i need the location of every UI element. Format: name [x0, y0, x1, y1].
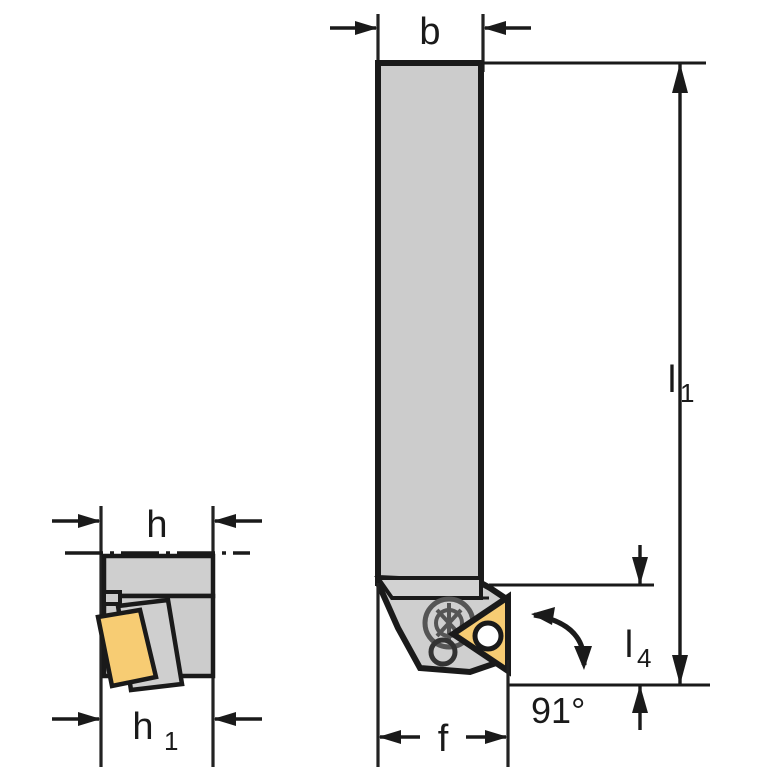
front-view: h h 1 [52, 504, 262, 767]
dimension-arrow-b [330, 21, 531, 35]
dimension-line-l4 [632, 545, 648, 730]
angle-label-91: 91° [531, 690, 585, 731]
angle-indicator-91 [531, 607, 592, 670]
dimension-arrow-h1 [52, 712, 262, 726]
dimension-arrow-h [52, 514, 262, 528]
top-view: b [330, 11, 710, 767]
dimension-label-l1-subscript: 1 [680, 378, 694, 408]
dimension-label-b: b [419, 11, 440, 53]
dimension-label-h1-subscript: 1 [164, 726, 178, 756]
dimension-label-l4-subscript: 4 [637, 643, 651, 673]
locating-pin-icon [428, 637, 458, 667]
dimension-label-h1: h [132, 706, 153, 748]
dimension-label-f: f [438, 718, 449, 760]
front-view-seat-step [102, 590, 122, 606]
dimension-label-l4: l [625, 624, 633, 666]
dimension-label-h: h [146, 504, 167, 546]
insert-hole [472, 620, 504, 652]
top-view-head-chamfer [374, 576, 483, 600]
dimension-line-l1 [672, 63, 688, 685]
front-view-insert [95, 607, 159, 689]
dimension-label-l1: l [668, 359, 676, 401]
top-view-shank [375, 60, 484, 586]
dimension-arrow-f [378, 730, 508, 744]
